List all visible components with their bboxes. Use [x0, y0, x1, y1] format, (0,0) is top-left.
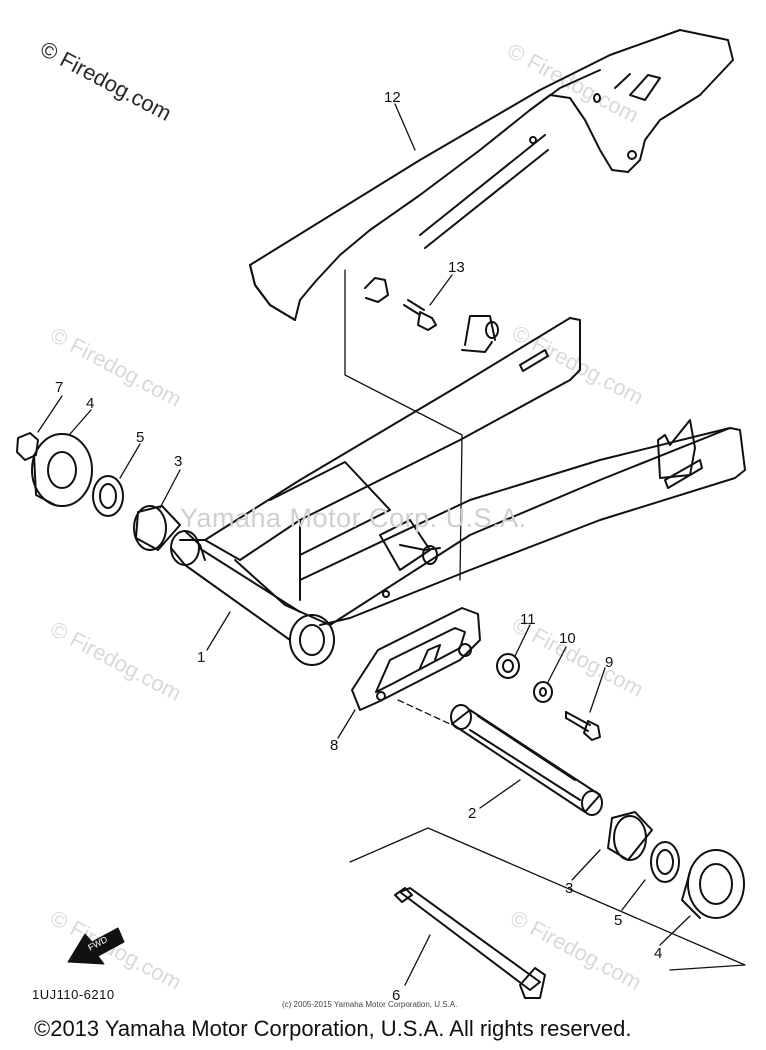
bolt-part-13 — [403, 299, 437, 331]
callout-5a: 5 — [136, 429, 144, 446]
callout-1: 1 — [197, 649, 205, 666]
footer-copyright: ©2013 Yamaha Motor Corporation, U.S.A. A… — [34, 1016, 632, 1041]
nut-part-7 — [16, 432, 39, 461]
washer-part-10 — [533, 681, 553, 703]
callout-8: 8 — [330, 737, 338, 754]
swingarm-part-1 — [170, 315, 746, 666]
phantom-frame-bottom — [349, 827, 746, 971]
washer-part-5a — [92, 475, 124, 517]
dashed-leader — [397, 699, 451, 725]
small-copyright: (c) 2005-2015 Yamaha Motor Corporation, … — [282, 1000, 458, 1009]
leader-lines — [37, 103, 691, 986]
callout-10: 10 — [559, 630, 576, 647]
callout-7: 7 — [55, 379, 63, 396]
callout-5b: 5 — [614, 912, 622, 929]
callout-2: 2 — [468, 805, 476, 822]
callout-3b: 3 — [565, 880, 573, 897]
bolt-part-9 — [565, 711, 601, 741]
phantom-frame — [344, 269, 463, 581]
washer-part-5b — [650, 841, 680, 883]
fwd-arrow-icon — [67, 927, 125, 965]
callout-11: 11 — [520, 611, 536, 628]
bushing-part-3b — [607, 811, 653, 861]
watermark-center: Yamaha Motor Corp. U.S.A. — [180, 503, 527, 533]
bushing-part-3a — [133, 505, 181, 551]
seal-part-4a — [31, 433, 93, 507]
callout-12: 12 — [384, 89, 401, 106]
chain-case-part-12 — [249, 29, 734, 321]
callout-13: 13 — [448, 259, 465, 276]
pivot-bolt-part-6 — [394, 887, 546, 999]
callout-3a: 3 — [174, 453, 182, 470]
callout-6: 6 — [392, 987, 400, 1004]
diagram-code: 1UJ110-6210 — [32, 987, 115, 1002]
callout-4a: 4 — [86, 395, 94, 412]
collar-part-11 — [496, 653, 520, 679]
chain-guide-part-8 — [351, 607, 481, 711]
callout-9: 9 — [605, 654, 613, 671]
pivot-shaft-part-2 — [450, 704, 603, 816]
callout-4b: 4 — [654, 945, 662, 962]
seal-part-4b — [681, 849, 745, 919]
